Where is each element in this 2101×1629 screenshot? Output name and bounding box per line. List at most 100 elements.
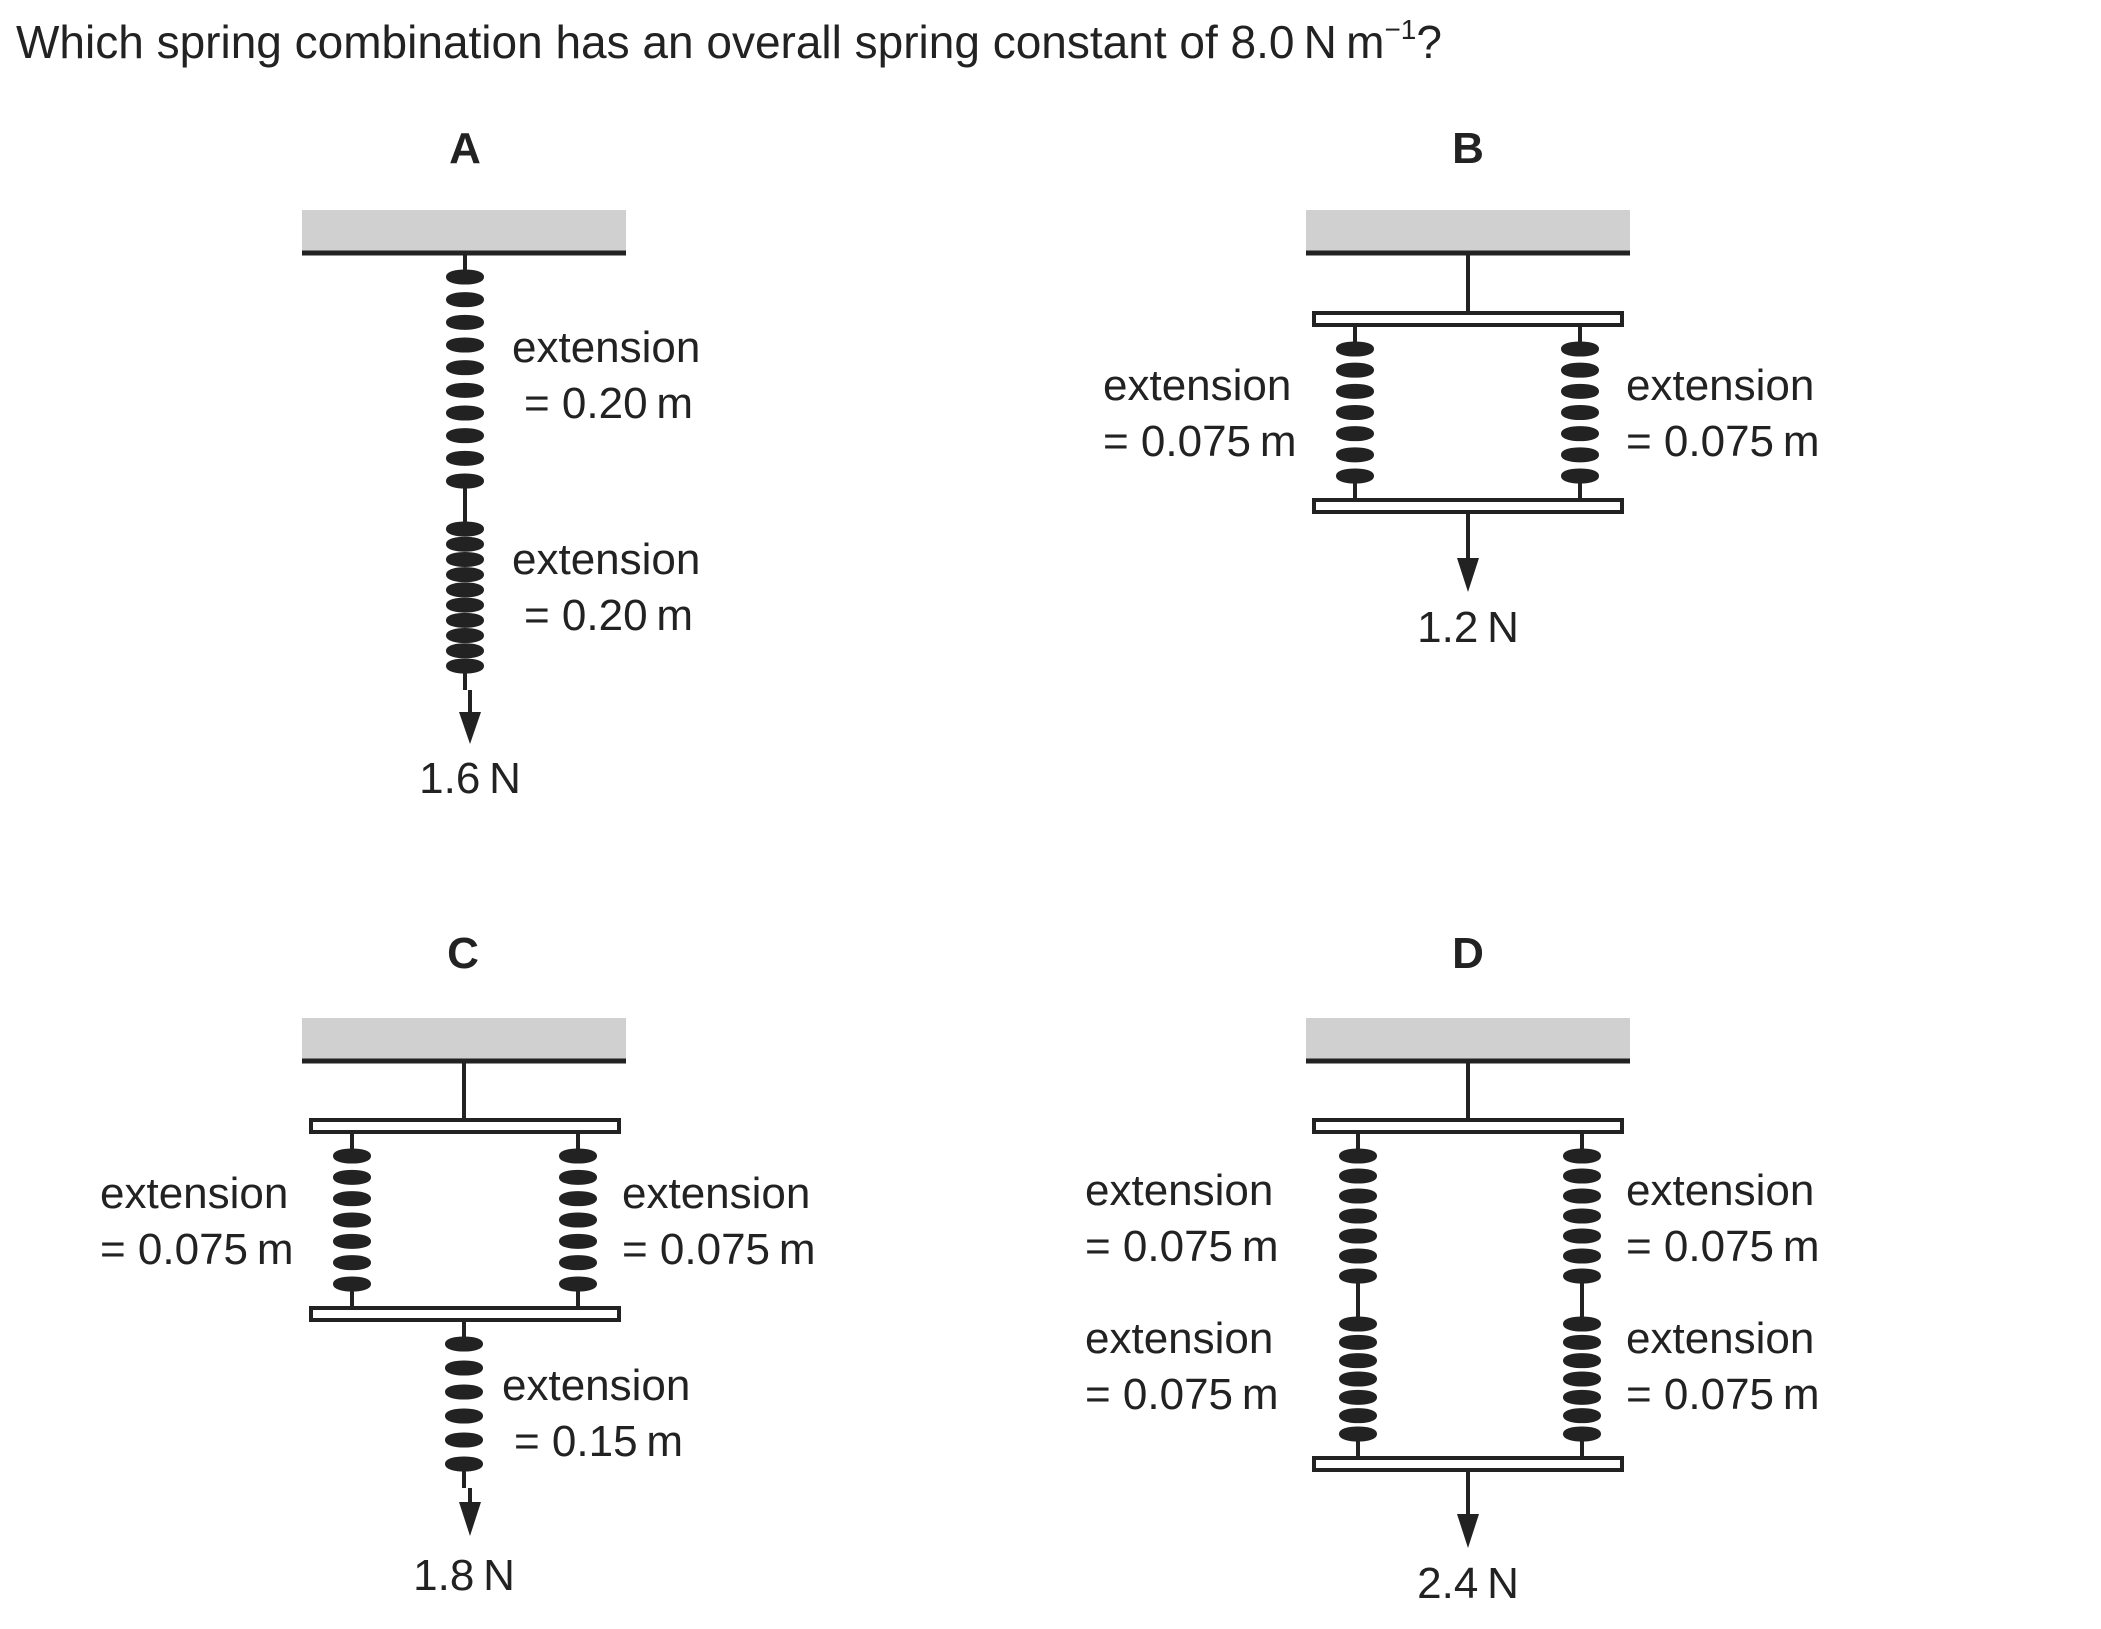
bar-c-top [309, 1118, 621, 1134]
spring-coil [1563, 1316, 1601, 1332]
spring-d-left-top [1339, 1132, 1377, 1300]
spring-coil [1563, 1248, 1601, 1264]
ceiling-d [1306, 1018, 1630, 1064]
force-arrow-c [459, 1488, 481, 1536]
spring-coil [1336, 405, 1374, 420]
spring-coil [446, 628, 484, 644]
spring-coil [1563, 1389, 1601, 1405]
spring-coil [446, 551, 484, 567]
spring-coil [333, 1212, 371, 1228]
spring-coil [333, 1255, 371, 1271]
spring-coil [1336, 341, 1374, 357]
spring-coil [1336, 447, 1374, 463]
spring-coil [1336, 426, 1374, 442]
force-label-b: 1.2 N [1417, 603, 1519, 652]
spring-coil [1339, 1208, 1377, 1224]
spring-c-left [333, 1132, 371, 1308]
force-label-d: 2.4 N [1417, 1559, 1519, 1608]
spring-coil [559, 1255, 597, 1271]
option-a-letter: A [449, 124, 481, 173]
spring-coil [446, 337, 484, 353]
spring-coil [1339, 1168, 1377, 1184]
spring-coil [446, 382, 484, 398]
spring-c-right [559, 1132, 597, 1308]
spring-coil [1339, 1389, 1377, 1405]
spring-coil [446, 536, 484, 552]
spring-d-right-top [1563, 1132, 1601, 1300]
label-d-right-top-line2: = 0.075 m [1626, 1222, 1820, 1271]
spring-coil [1339, 1334, 1377, 1350]
label-a-lower-line1: extension [512, 535, 700, 584]
force-label-c: 1.8 N [413, 1551, 515, 1600]
question-suffix: ? [1416, 16, 1442, 68]
option-d-letter: D [1452, 929, 1484, 978]
spring-a-upper [446, 253, 484, 505]
bar-b-top [1312, 311, 1624, 327]
spring-coil [446, 658, 484, 674]
option-a: A extension = 0.20 m extension = 0.20 m … [302, 124, 700, 803]
spring-coil [1339, 1188, 1377, 1204]
spring-coil [1561, 426, 1599, 442]
label-b-right-line2: = 0.075 m [1626, 417, 1820, 466]
spring-c-bottom [445, 1320, 483, 1488]
option-c-letter: C [447, 929, 479, 978]
question-text: Which spring combination has an overall … [16, 12, 1442, 72]
label-c-left-line2: = 0.075 m [100, 1225, 294, 1274]
label-c-bottom-line1: extension [502, 1361, 690, 1410]
spring-coil [1339, 1408, 1377, 1424]
label-b-right-line1: extension [1626, 361, 1814, 410]
spring-coil [333, 1169, 371, 1185]
spring-coil [1339, 1228, 1377, 1244]
ceiling-c [302, 1018, 626, 1064]
bar-d-top [1312, 1118, 1624, 1134]
spring-coil [1563, 1426, 1601, 1442]
spring-coil [1563, 1228, 1601, 1244]
ceiling-b [1306, 210, 1630, 256]
spring-coil [446, 269, 484, 285]
spring-coil [446, 314, 484, 330]
spring-coil [333, 1276, 371, 1292]
option-b: B extension = 0.075 m extension = 0.075 … [1103, 124, 1820, 652]
label-a-upper-line1: extension [512, 323, 700, 372]
spring-coil [446, 292, 484, 308]
spring-coil [1563, 1408, 1601, 1424]
spring-coil [1339, 1316, 1377, 1332]
spring-coil [446, 582, 484, 598]
spring-coil [1339, 1426, 1377, 1442]
label-a-upper-line2: = 0.20 m [524, 379, 693, 428]
spring-coil [1561, 468, 1599, 484]
label-d-left-bottom-line2: = 0.075 m [1085, 1370, 1279, 1419]
spring-coil [1336, 468, 1374, 484]
spring-coil [446, 567, 484, 583]
spring-coil [333, 1233, 371, 1249]
spring-coil [446, 521, 484, 537]
spring-b-left [1336, 325, 1374, 500]
spring-coil [445, 1384, 483, 1400]
spring-coil [1563, 1371, 1601, 1387]
spring-coil [1561, 383, 1599, 399]
force-label-a: 1.6 N [419, 754, 521, 803]
bar-d-bottom [1312, 1456, 1624, 1472]
option-c: C extension = 0.075 m extension = 0.075 … [100, 929, 816, 1600]
label-c-left-line1: extension [100, 1169, 288, 1218]
spring-coil [1563, 1353, 1601, 1369]
label-d-left-bottom-line1: extension [1085, 1314, 1273, 1363]
spring-coil [559, 1191, 597, 1207]
spring-coil [446, 450, 484, 466]
label-a-lower-line2: = 0.20 m [524, 591, 693, 640]
spring-coil [445, 1432, 483, 1448]
bar-c-bottom [309, 1306, 621, 1322]
spring-coil [445, 1360, 483, 1376]
label-c-right-line2: = 0.075 m [622, 1225, 816, 1274]
spring-coil [1563, 1148, 1601, 1164]
spring-coil [1339, 1371, 1377, 1387]
spring-coil [1339, 1268, 1377, 1284]
question-main: Which spring combination has an overall … [16, 16, 1385, 68]
spring-coil [1339, 1148, 1377, 1164]
spring-coil [1561, 405, 1599, 420]
spring-d-left-bottom [1339, 1300, 1377, 1458]
spring-coil [1561, 447, 1599, 463]
spring-coil [446, 612, 484, 628]
spring-coil [1339, 1248, 1377, 1264]
